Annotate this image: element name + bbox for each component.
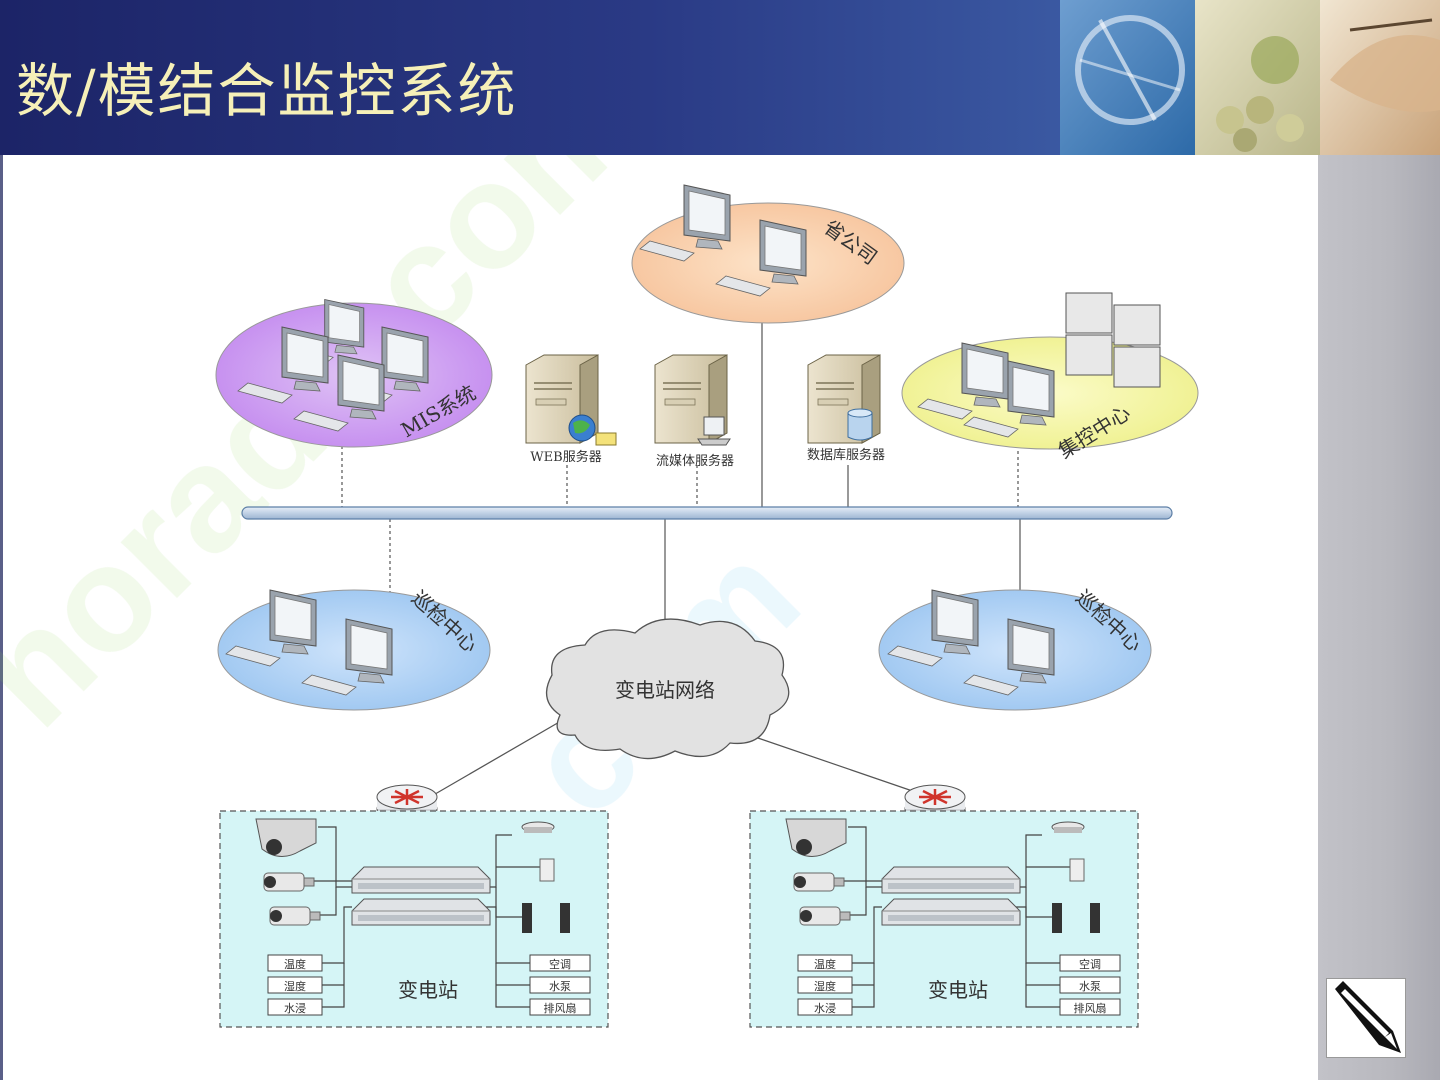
left-edge-rule [0, 155, 3, 1080]
sensor-box-icon [539, 858, 555, 882]
mis-node[interactable]: MIS系统 [215, 299, 493, 448]
slide-header: 数/模结合监控系统 [0, 0, 1440, 155]
device-label: 排风扇 [1074, 1001, 1107, 1015]
head-office-node[interactable]: 省公司 [631, 184, 905, 324]
dvr-icon [881, 866, 1021, 894]
sensor-label: 水浸 [284, 1002, 306, 1015]
substation-network-cloud[interactable]: 变电站网络 [545, 618, 790, 760]
network-diagram: horado.com .com 省公司 [0, 155, 1199, 1028]
sensor-label: 湿度 [284, 979, 306, 993]
sensor-label: 温度 [284, 957, 306, 971]
streaming-server[interactable]: 流媒体服务器 [654, 354, 734, 469]
door-contact-icon [522, 903, 570, 933]
substation-title: 变电站 [928, 978, 988, 1002]
sensor-label: 湿度 [814, 979, 836, 993]
device-label: 排风扇 [544, 1001, 577, 1015]
door-contact-icon [1052, 903, 1100, 933]
header-decoration-image [1060, 0, 1440, 155]
device-label: 空调 [549, 957, 571, 971]
database-server[interactable]: 数据库服务器 [807, 354, 885, 463]
sensor-label: 水浸 [814, 1002, 836, 1015]
device-label: 空调 [1079, 957, 1101, 971]
dvr-icon [881, 898, 1021, 926]
cloud-label: 变电站网络 [615, 678, 715, 702]
control-center-node[interactable]: 集控中心 [901, 292, 1199, 463]
streaming-server-label: 流媒体服务器 [656, 453, 734, 469]
video-wall [1065, 292, 1161, 388]
sensor-box-icon [1069, 858, 1085, 882]
smoke-detector-icon [521, 821, 555, 833]
smoke-detector-icon [1051, 821, 1085, 833]
dvr-icon [351, 866, 491, 894]
connection-lines [341, 320, 1021, 798]
right-side-bar [1318, 155, 1440, 1080]
substation-right[interactable]: 温度 湿度 水浸 空调 水泵 排风扇 变电站 [749, 810, 1139, 1028]
database-server-label: 数据库服务器 [807, 447, 885, 463]
patrol-center-left-node[interactable]: 巡检中心 [217, 586, 491, 711]
slide-title: 数/模结合监控系统 [16, 57, 518, 125]
dome-camera-icon [255, 818, 317, 857]
sensor-label: 温度 [814, 957, 836, 971]
substation-left[interactable]: 温度 湿度 水浸 空调 水泵 排风扇 变电站 [219, 810, 609, 1028]
dome-camera-icon [785, 818, 847, 857]
web-server-label: WEB服务器 [530, 449, 601, 465]
web-server[interactable]: WEB服务器 [525, 354, 617, 465]
backbone-bus [241, 506, 1173, 520]
device-label: 水泵 [1079, 980, 1101, 993]
device-label: 水泵 [549, 980, 571, 993]
dvr-icon [351, 898, 491, 926]
edit-button[interactable] [1326, 978, 1406, 1058]
substation-title: 变电站 [398, 978, 458, 1002]
pencil-icon [1335, 981, 1401, 1053]
patrol-center-right-node[interactable]: 巡检中心 [878, 585, 1152, 711]
